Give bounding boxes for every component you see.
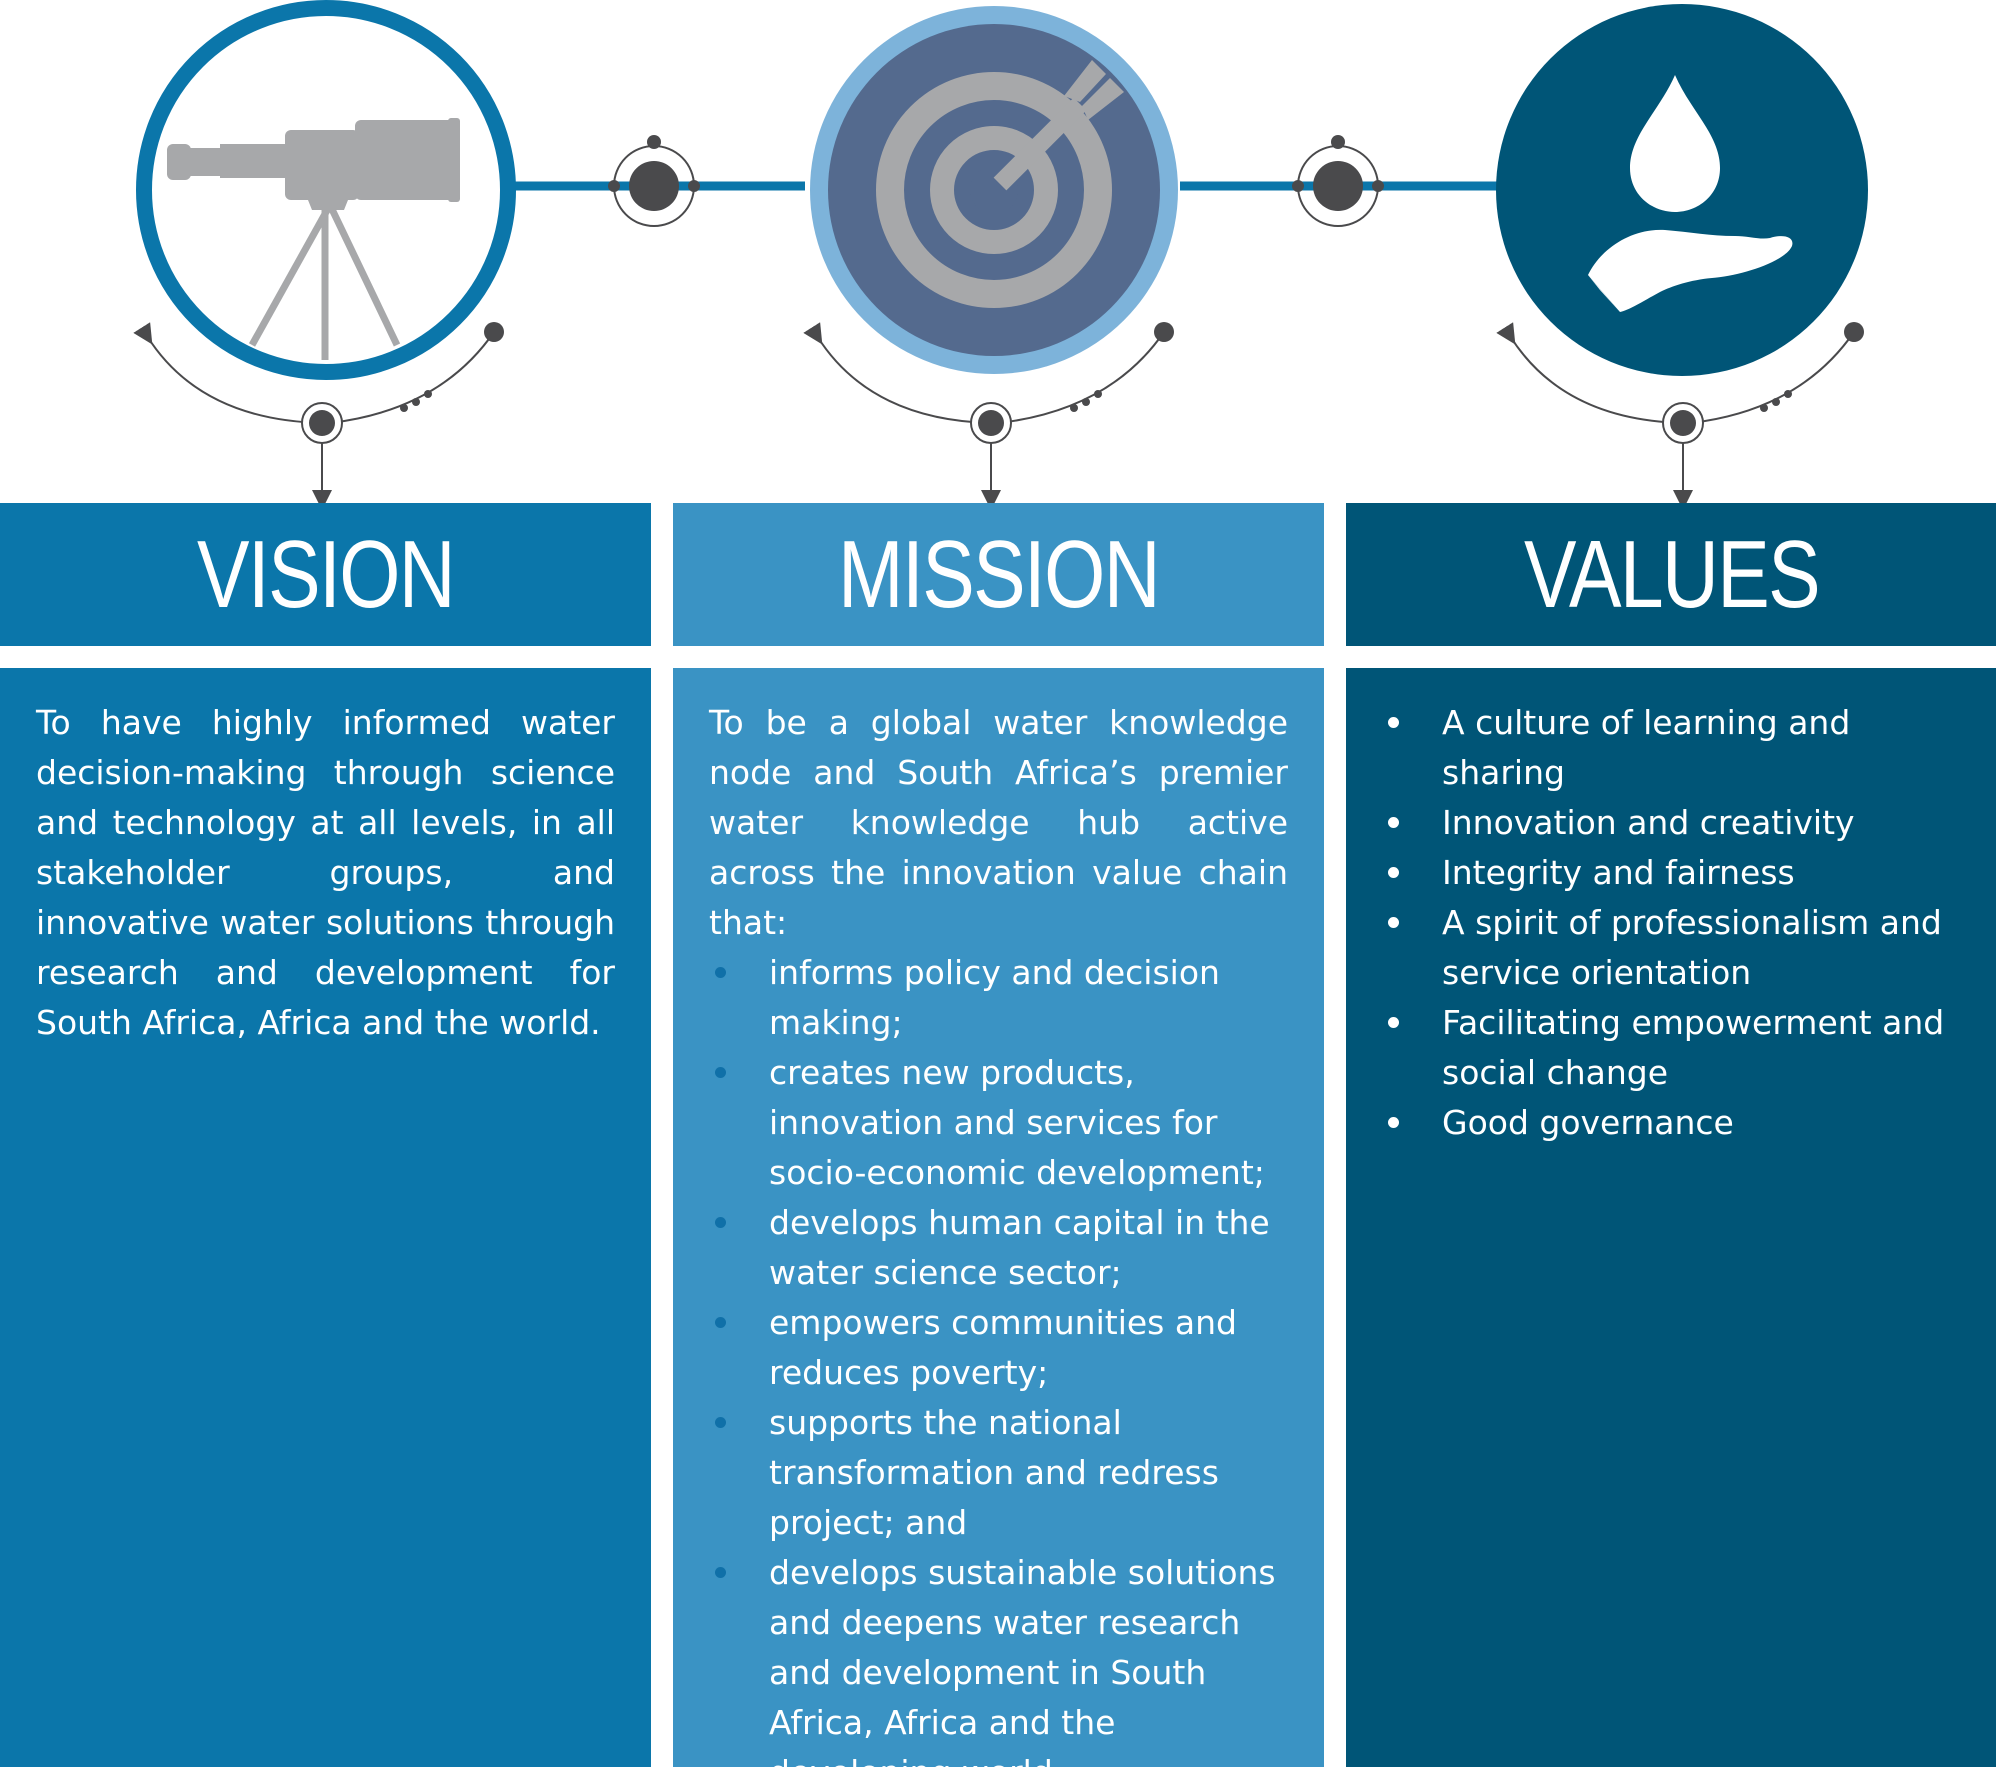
connector-node <box>1292 135 1384 227</box>
water-drop-hand-icon <box>1496 4 1868 376</box>
vision-header-box <box>0 503 651 646</box>
list-item: empowers communities and reduces poverty… <box>709 1298 1288 1398</box>
icon-diagram <box>133 0 1868 510</box>
mission-intro: To be a global water knowledge node and … <box>709 703 1288 942</box>
list-item: Good governance <box>1382 1098 1961 1148</box>
mission-title: MISSION <box>838 520 1161 628</box>
values-list: A culture of learning and sharing Innova… <box>1382 698 1961 1148</box>
orbit-connector <box>1496 322 1864 510</box>
list-item: Innovation and creativity <box>1382 798 1961 848</box>
list-item: A spirit of professionalism and service … <box>1382 898 1961 998</box>
orbit-connector <box>803 322 1174 510</box>
values-title: VALUES <box>1524 520 1821 628</box>
values-body: A culture of learning and sharing Innova… <box>1346 668 1996 1767</box>
telescope-icon <box>136 0 516 380</box>
mission-list: informs policy and decision making; crea… <box>709 948 1288 1767</box>
list-item: Facilitating empowerment and social chan… <box>1382 998 1961 1098</box>
list-item: A culture of learning and sharing <box>1382 698 1961 798</box>
vision-title: VISION <box>197 520 456 628</box>
vision-body: To have highly informed water decision-m… <box>0 668 651 1767</box>
orbit-connector <box>133 322 504 510</box>
target-arrow-icon <box>810 6 1178 374</box>
list-item: Integrity and fairness <box>1382 848 1961 898</box>
list-item: develops sustainable solutions and deepe… <box>709 1548 1288 1767</box>
values-header-box <box>1346 503 1996 646</box>
vision-title-wrap: VISION <box>59 503 593 646</box>
vision-text: To have highly informed water decision-m… <box>36 703 615 1042</box>
list-item: informs policy and decision making; <box>709 948 1288 1048</box>
connector-node <box>608 135 700 227</box>
list-item: creates new products, innovation and ser… <box>709 1048 1288 1198</box>
list-item: develops human capital in the water scie… <box>709 1198 1288 1298</box>
list-item: supports the national transformation and… <box>709 1398 1288 1548</box>
values-title-wrap: VALUES <box>1405 503 1939 646</box>
mission-header-box <box>673 503 1324 646</box>
mission-body: To be a global water knowledge node and … <box>673 668 1324 1767</box>
mission-title-wrap: MISSION <box>732 503 1266 646</box>
